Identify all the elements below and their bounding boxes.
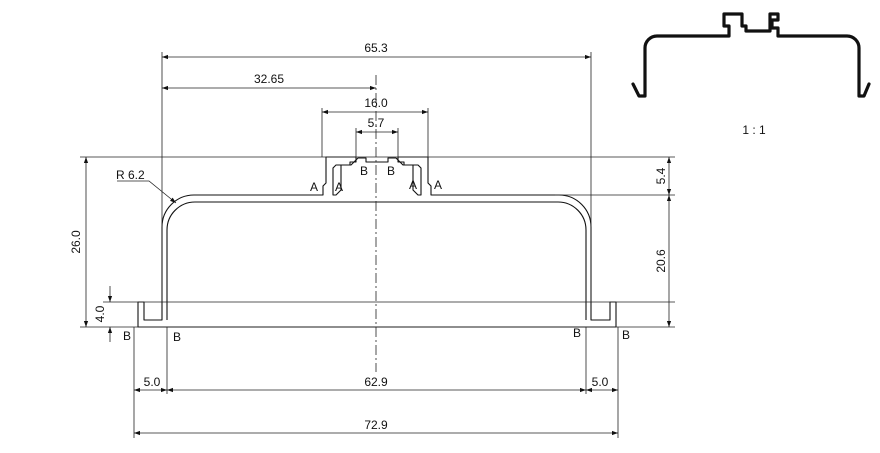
dim-corner-radius: R 6.2: [116, 168, 145, 182]
point-label-b: B: [360, 164, 368, 178]
dim-right-foot: 5.0: [592, 375, 609, 389]
dim-overall-height: 26.0: [69, 230, 83, 254]
point-label-b: B: [123, 329, 131, 343]
dim-slot-depth: 5.4: [654, 167, 668, 184]
dim-left-foot: 5.0: [144, 375, 161, 389]
dim-half-width: 32.65: [254, 72, 284, 86]
point-label-a: A: [434, 178, 442, 192]
point-label-a: A: [335, 180, 343, 194]
dim-inner-span: 62.9: [364, 375, 388, 389]
profile-inner-contour: [166, 201, 587, 320]
profile-outline: [137, 156, 617, 328]
point-label-a: A: [310, 180, 318, 194]
dim-flange-height: 4.0: [93, 305, 107, 322]
dim-body-height: 20.6: [654, 249, 668, 273]
point-label-b: B: [173, 330, 181, 344]
scale-label: 1 : 1: [742, 123, 766, 137]
dim-overall-width-bottom: 72.9: [364, 418, 388, 432]
profile-thumbnail: [631, 12, 871, 98]
point-label-b: B: [387, 164, 395, 178]
point-label-b: B: [573, 326, 581, 340]
dim-slot-inner-width: 5.7: [368, 116, 385, 130]
point-label-a: A: [409, 178, 417, 192]
point-label-b: B: [622, 328, 630, 342]
dim-overall-width-top: 65.3: [364, 41, 388, 55]
dim-slot-outer-width: 16.0: [364, 96, 388, 110]
radius-leader: [117, 180, 177, 204]
